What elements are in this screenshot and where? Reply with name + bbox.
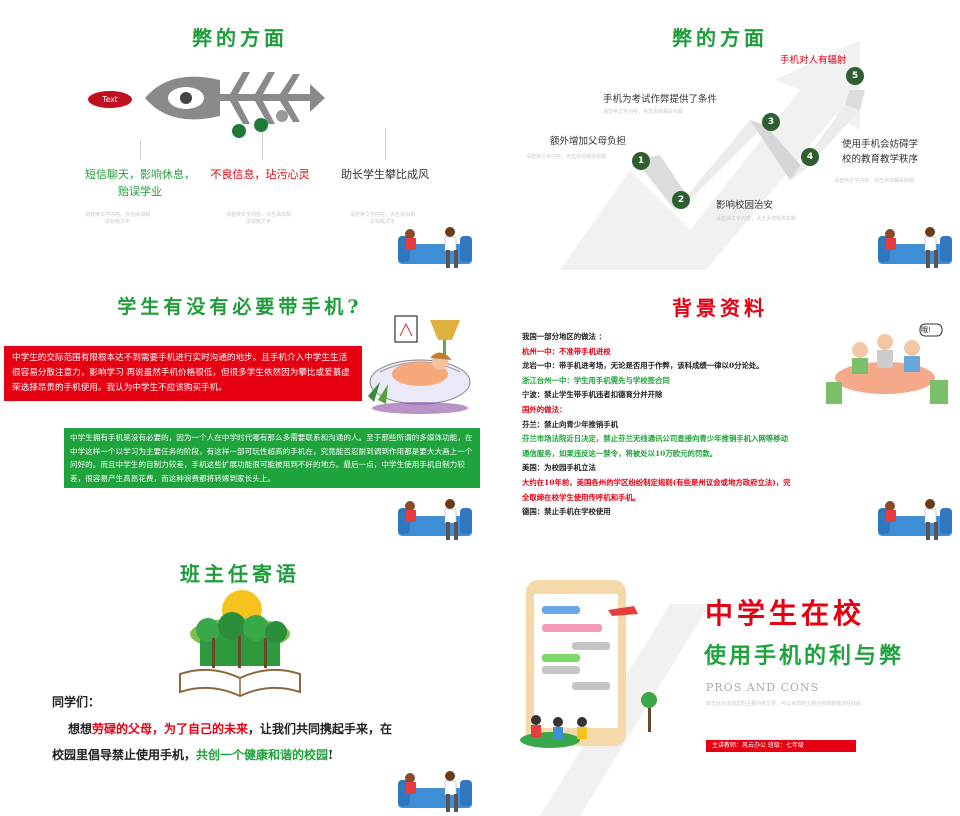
bg-line: 通信服务，如果违反这一禁令，将被处以10万欧元的罚款。 xyxy=(522,448,718,458)
phone-chat-illustration-icon xyxy=(520,580,657,748)
couch-illustration-icon xyxy=(878,227,952,268)
connector-lines xyxy=(140,140,141,160)
step-label-1: 额外增加父母负担 xyxy=(550,136,627,147)
slide-cons-2[interactable]: 弊的方面 1 2 3 4 5 额外增加父母负担 请替换文字内容，点击添加相关标题… xyxy=(480,0,960,272)
slide-necessity[interactable]: 学生有没有必要带手机? 中学生的交际范围有限根本达不到需要手机进行实时沟通的地步… xyxy=(0,272,480,544)
step-badge-1: 1 xyxy=(632,152,650,170)
message-paragraph: 想想劳碌的父母，为了自己的未来，让我们共同携起手来，在校园里倡导禁止使用手机，共… xyxy=(52,716,452,768)
bg-line: 宁波：禁止学生带手机违者扣德育分并开除 xyxy=(522,390,663,400)
item-label-2: 不良信息，玷污心灵 xyxy=(210,168,310,181)
cover-title-1: 中学生在校 xyxy=(705,597,866,630)
bg-line: 大约在10年前，美国各州的学区纷纷制定规则(有些是州议会或地方政府立法)，完 xyxy=(522,477,791,487)
cover-small-text: 单击此处添加您的主要内容文字，可以将您的主题内容简要描述在此处 xyxy=(706,701,862,707)
node-icon-2 xyxy=(254,118,268,132)
bg-line: 美国：为校园手机立法 xyxy=(522,463,596,473)
item-sub-3: 请替换文字内容，点击添加相关标题文字 xyxy=(350,212,416,225)
msg-part-3: ，让我们共同携起手来，在 xyxy=(248,722,393,736)
text-tag: Text xyxy=(88,91,132,108)
couch-illustration-icon xyxy=(398,771,472,812)
slide-background[interactable]: 背景资料 我国一部分地区的做法 ： 杭州一中：不准带手机进校 龙岩一中：带手机进… xyxy=(480,272,960,544)
item-sub-1: 请替换文字内容，点击添加相关标题文字 xyxy=(85,212,151,225)
slide-cover[interactable]: 中学生在校 使用手机的利与弊 PROS AND CONS 单击此处添加您的主要内… xyxy=(480,544,960,816)
step-sub-2: 请替换文字内容，点击添加相关标题 xyxy=(716,216,797,222)
couch-illustration-icon xyxy=(878,499,952,540)
opinion-red-box: 中学生的交际范围有限根本达不到需要手机进行实时沟通的地步。且手机介入中学生生活很… xyxy=(4,346,362,401)
cover-title-2: 使用手机的利与弊 xyxy=(704,643,905,669)
background-text: 我国一部分地区的做法 ： 杭州一中：不准带手机进校 龙岩一中：带手机进考场，无论… xyxy=(522,330,791,520)
bg-line: 我国一部分地区的做法 ： xyxy=(522,332,606,341)
msg-part-5: 共创一个健康和谐的校园 xyxy=(196,748,329,762)
girl-on-sofa-illustration-icon xyxy=(368,315,471,414)
item-label-3: 助长学生攀比成风 xyxy=(341,168,429,181)
bg-line: 龙岩一中：带手机进考场，无论是否用于作弊，该科成绩一律以0分论处。 xyxy=(522,361,764,371)
cover-subtitle: PROS AND CONS xyxy=(706,681,820,694)
node-icon-1 xyxy=(232,124,246,138)
family-table-illustration-icon xyxy=(826,323,948,404)
step-label-2: 影响校园治安 xyxy=(716,200,774,211)
connector-line xyxy=(385,128,386,160)
step-sub-3: 请替换文字内容，点击添加相关标题 xyxy=(603,109,684,115)
item-label-1: 短信聊天，影响休息， 贻误学业 xyxy=(85,168,195,198)
couch-illustration-icon xyxy=(398,499,472,540)
bg-arrow-icon xyxy=(560,40,860,270)
speech-bubble: 哦! xyxy=(921,326,931,334)
bg-line: 杭州一中：不准带手机进校 xyxy=(522,346,611,356)
step-badge-4: 4 xyxy=(801,148,819,166)
bg-line: 国外的做法： xyxy=(522,404,567,414)
step-label-4: 使用手机会妨碍学 校的教育教学秩序 xyxy=(842,139,919,165)
slide-teacher-message[interactable]: 班主任寄语 同学们： 想想劳碌的父母，为了自己的未来，让我们共同携起手来，在校园… xyxy=(0,544,480,816)
msg-part-6: ! xyxy=(328,748,334,762)
bg-line: 芬兰：禁止向青少年推销手机 xyxy=(522,419,619,429)
bg-line: 全取缔在校学生使用传呼机和手机。 xyxy=(522,492,641,502)
step-label-5: 手机对人有辐射 xyxy=(780,55,847,66)
node-icon-3 xyxy=(276,110,288,122)
step-label-3: 手机为考试作弊提供了条件 xyxy=(603,94,718,105)
bg-line: 浙江台州一中：学生用手机需先与学校签合同 xyxy=(522,375,670,385)
step-sub-1: 请替换文字内容，点击添加相关标题 xyxy=(526,154,607,160)
slide-title: 背景资料 xyxy=(672,296,768,320)
opinion-green-box: 中学生拥有手机是没有必要的，因为一个人在中学时代哪有那么多需要联系和沟通的人。至… xyxy=(64,428,480,488)
item-sub-2: 请替换文字内容，点击添加相关标题文字 xyxy=(226,212,292,225)
slide-title: 班主任寄语 xyxy=(180,562,300,586)
bg-line: 芬兰市场法院近日决定，禁止芬兰无线通讯公司直接向青少年推销手机入网等移动 xyxy=(522,434,789,444)
slide-title: 学生有没有必要带手机? xyxy=(117,296,363,318)
msg-part-2: 劳碌的父母，为了自己的未来 xyxy=(92,722,249,736)
step-sub-4: 请替换文字内容，点击添加相关标题 xyxy=(834,178,915,184)
couch-illustration-icon xyxy=(398,227,472,268)
msg-part-1: 想想 xyxy=(68,722,93,736)
slide-title: 弊的方面 xyxy=(672,26,768,50)
greeting: 同学们： xyxy=(52,695,101,709)
cover-footer-badge: 主讲教师：风云办公 班级：七年级 xyxy=(706,740,856,752)
step-badge-3: 3 xyxy=(762,113,780,131)
bg-line: 德国：禁止手机在学校使用 xyxy=(522,507,611,517)
forest-book-illustration-icon xyxy=(179,590,301,698)
step-badge-5: 5 xyxy=(846,67,864,85)
step-badge-2: 2 xyxy=(672,191,690,209)
slide-cons-1[interactable]: 弊的方面 Text 短信聊天，影响休息， 贻误学业 不良信息，玷污心灵 助长学生… xyxy=(0,0,480,272)
fishbone-icon xyxy=(145,72,325,124)
slide-title: 弊的方面 xyxy=(192,26,288,50)
connector-line xyxy=(262,132,263,160)
msg-part-4: 校园里倡导禁止使用手机， xyxy=(52,748,197,762)
